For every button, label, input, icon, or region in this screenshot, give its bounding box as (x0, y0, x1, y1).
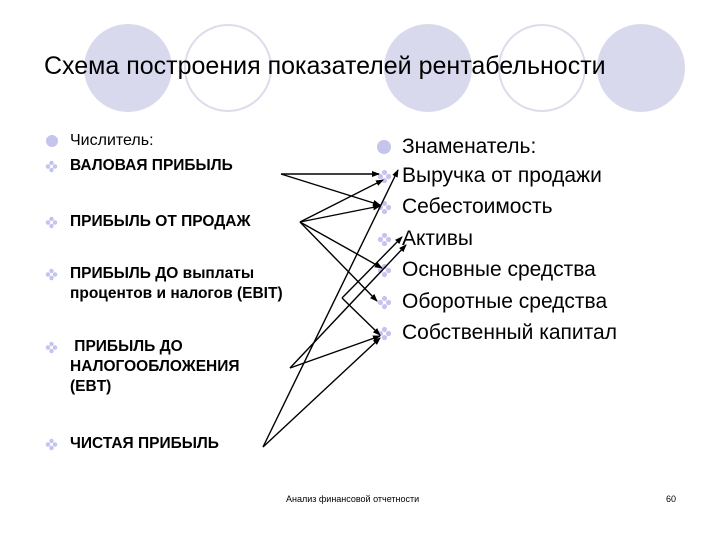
denominator-item-label: Собственный капитал (402, 321, 617, 344)
denominator-header-label: Знаменатель: (402, 135, 537, 158)
bullet-diamond-icon (377, 295, 392, 310)
slide-title: Схема построения показателей рентабельно… (44, 52, 606, 80)
denominator-item-label: Активы (402, 227, 474, 250)
bullet-circle-icon (46, 135, 58, 147)
decorative-circle (597, 24, 685, 112)
bullet-diamond-icon (45, 160, 58, 173)
numerator-item-label: ПРИБЫЛЬ ОТ ПРОДАЖ (70, 213, 251, 230)
arrow-sales-fixed-assets (299, 221, 383, 269)
numerator-item-label-line1: ПРИБЫЛЬ ДО (70, 338, 183, 355)
arrow-sales-current-assets (299, 221, 378, 302)
numerator-item-label-line1: ПРИБЫЛЬ ДО выплаты (70, 265, 255, 282)
arrow-ebit-equity (341, 297, 381, 336)
numerator-item-label: ВАЛОВАЯ ПРИБЫЛЬ (70, 157, 233, 174)
slide-footer: Анализ финансовой отчетности (286, 494, 420, 504)
bullet-diamond-icon (45, 438, 58, 451)
arrow-ebit-assets (341, 236, 403, 299)
denominator-item-label: Оборотные средства (402, 290, 608, 313)
arrow-net-equity (262, 337, 381, 448)
denominator-item-label: Выручка от продажи (402, 164, 602, 187)
decorative-circle-outline (498, 24, 586, 112)
arrow-sales-cost (299, 204, 381, 223)
bullet-diamond-icon (377, 232, 392, 247)
numerator-item-label: ЧИСТАЯ ПРИБЫЛЬ (70, 435, 219, 452)
numerator-item-label-line2: НАЛОГООБЛОЖЕНИЯ (70, 358, 240, 375)
numerator-item-label-line3: (EBT) (70, 378, 112, 395)
decorative-circle (384, 24, 472, 112)
bullet-diamond-icon (377, 263, 392, 278)
arrow-sales-revenue (299, 179, 384, 223)
decorative-circle (84, 24, 172, 112)
bullet-diamond-icon (377, 169, 392, 184)
page-number: 60 (666, 494, 677, 504)
arrow-gross-cost (280, 173, 381, 206)
bullet-diamond-icon (377, 326, 392, 341)
bullet-circle-icon (377, 140, 391, 154)
decorative-circle-outline (184, 24, 272, 112)
bullet-diamond-icon (377, 200, 392, 215)
arrow-ebt-equity (289, 335, 381, 369)
bullet-diamond-icon (45, 268, 58, 281)
denominator-item-label: Основные средства (402, 258, 596, 281)
bullet-diamond-icon (45, 341, 58, 354)
numerator-header-label: Числитель: (70, 132, 154, 149)
denominator-item-label: Себестоимость (402, 195, 553, 218)
numerator-item-label-line2: процентов и налогов (EBIT) (70, 285, 283, 302)
bullet-diamond-icon (45, 216, 58, 229)
